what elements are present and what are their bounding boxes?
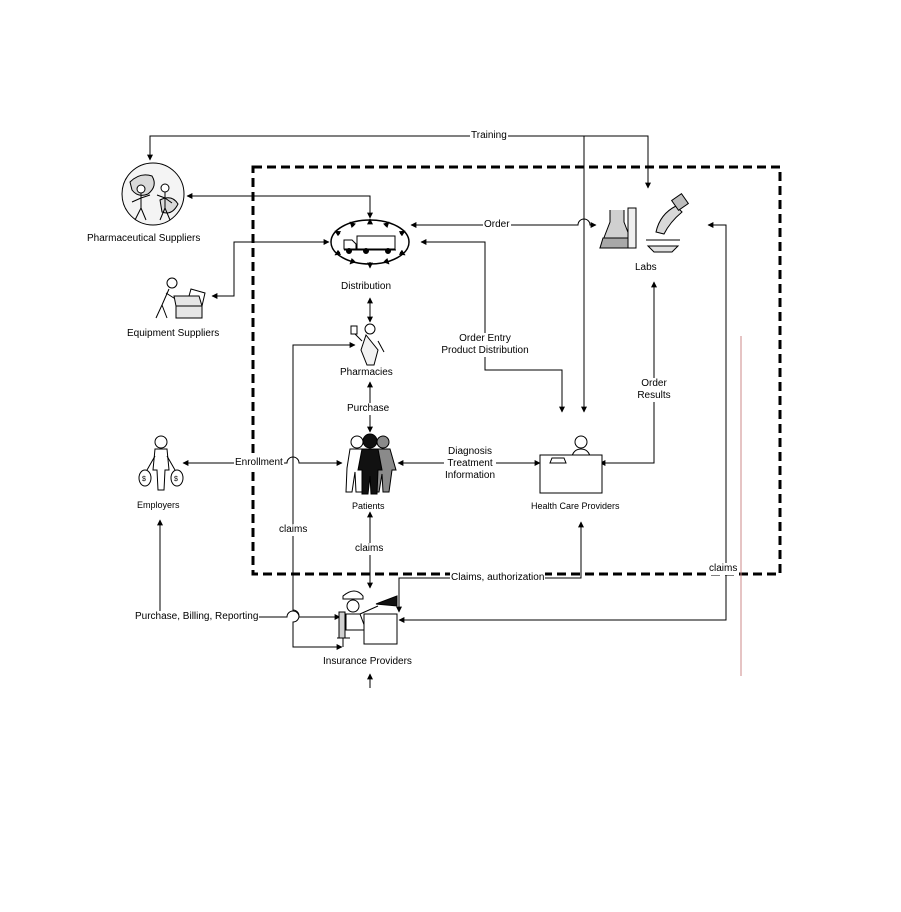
claims-center-label: claims <box>354 543 385 555</box>
order-label: Order <box>483 219 511 231</box>
diagnosis-line: Diagnosis <box>448 446 492 457</box>
diagnosis-label: Diagnosis Treatment Information <box>443 446 497 482</box>
distribution-truck-icon <box>330 219 410 265</box>
employers-label: Employers <box>137 500 180 510</box>
information-line: Information <box>444 470 496 481</box>
patients-icon <box>345 433 397 495</box>
insurance-providers-label: Insurance Providers <box>323 656 412 667</box>
claims-left-label: claims <box>278 524 309 536</box>
equipment-distribution-connector <box>211 239 330 299</box>
order-entry-label: Order Entry Product Distribution <box>440 333 530 357</box>
employers-icon: $ $ <box>138 435 184 491</box>
distribution-burst <box>334 218 406 269</box>
purchase-billing-reporting-label: Purchase, Billing, Reporting <box>134 611 260 623</box>
svg-text:$: $ <box>174 476 178 483</box>
claims-left-connector <box>292 342 356 650</box>
equipment-suppliers-label: Equipment Suppliers <box>127 328 220 339</box>
employers-insurance-connector <box>157 519 341 620</box>
pharmaceutical-suppliers-label: Pharmaceutical Suppliers <box>87 233 201 244</box>
claims-authorization-label: Claims, authorization <box>450 572 546 584</box>
purchase-label: Purchase <box>346 403 391 415</box>
claims-right-label: claims <box>708 563 739 575</box>
patients-label: Patients <box>352 501 385 511</box>
order-entry-connector <box>420 239 565 413</box>
insurance-provider-icon <box>337 590 398 647</box>
pharma-distribution-connector <box>186 193 373 219</box>
svg-text:$: $ <box>142 476 146 483</box>
claims-right-connector <box>398 222 727 623</box>
health-care-providers-label: Health Care Providers <box>531 501 620 511</box>
claims-authorization-connector <box>396 521 584 613</box>
product-distribution-line: Product Distribution <box>441 345 529 356</box>
pharmacies-label: Pharmacies <box>340 367 393 378</box>
enrollment-label: Enrollment <box>234 457 284 469</box>
equipment-supplier-icon <box>155 277 206 319</box>
training-connector <box>147 135 651 413</box>
order-results-connector <box>599 281 657 466</box>
labs-icon <box>599 192 690 253</box>
pharmacist-icon <box>350 323 385 366</box>
training-label: Training <box>470 130 508 142</box>
order-results-line1: Order <box>641 378 667 389</box>
order-results-label: Order Results <box>636 378 672 402</box>
treatment-line: Treatment <box>447 458 493 469</box>
globe-icon <box>121 162 185 226</box>
order-entry-line: Order Entry <box>459 333 511 344</box>
distribution-label: Distribution <box>341 281 392 292</box>
order-results-line2: Results <box>637 390 671 401</box>
health-care-provider-icon <box>539 435 603 494</box>
labs-label: Labs <box>635 262 657 273</box>
